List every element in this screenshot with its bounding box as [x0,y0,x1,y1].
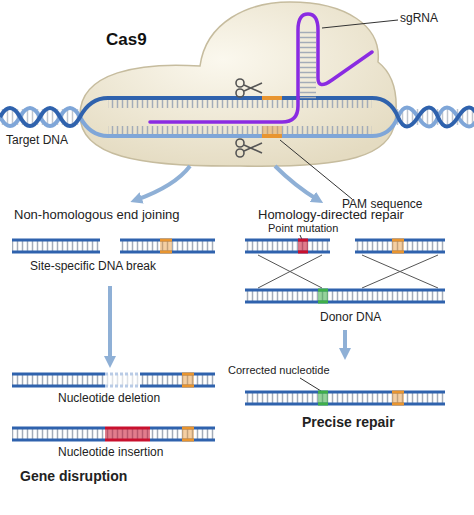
pathway-heading: Homology-directed repair [258,208,404,223]
cas9-outline [78,0,400,170]
node-title: Cas9 [106,30,147,50]
dna-strip [245,290,445,302]
outcome-label: Gene disruption [20,468,127,484]
crossover-line [258,255,438,288]
dna-strip [245,240,445,252]
part-label: Target DNA [6,134,68,148]
step-label: Site-specific DNA break [30,260,156,274]
cas9-protein: Cas9 [78,0,400,170]
dna-strip [12,240,215,252]
dna-strip [245,392,445,404]
callout-label: Point mutation [268,222,338,235]
part-label: sgRNA [400,12,438,26]
step-label: Donor DNA [320,311,381,325]
outcome-label: Precise repair [302,414,395,430]
dna-strip [12,374,215,386]
step-label: Nucleotide insertion [58,446,163,460]
callout-label: Corrected nucleotide [228,364,330,377]
pathway-heading: Non-homologous end joining [14,208,180,223]
step-label: Nucleotide deletion [58,392,160,406]
dna-strip [12,428,215,440]
